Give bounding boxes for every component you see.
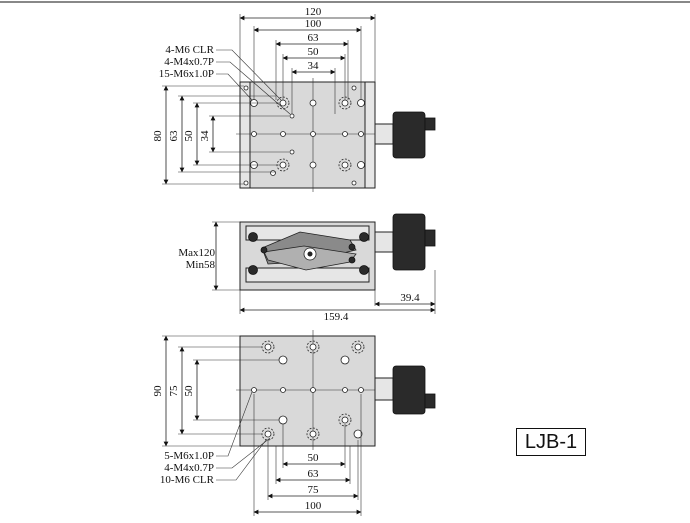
- top-hole: [270, 170, 276, 176]
- top-hole: [351, 85, 357, 91]
- top-view-left-edge: [239, 81, 251, 189]
- leader-line: [216, 73, 253, 101]
- top-hole: [310, 131, 316, 137]
- top-hole-clr: [338, 158, 352, 172]
- top-hole: [309, 99, 317, 107]
- dim-label-min: Min58: [186, 259, 216, 271]
- side-knob-cap: [424, 229, 436, 247]
- top-hole: [243, 85, 249, 91]
- side-roller: [248, 265, 258, 275]
- top-hole: [279, 161, 287, 169]
- dim-label-39: 39.4: [400, 292, 420, 304]
- top-hole: [342, 131, 348, 137]
- dim-label-100: 100: [305, 18, 322, 30]
- bottom-knob-shaft: [374, 377, 394, 401]
- dim-label-34: 34: [308, 60, 320, 72]
- dim-label-63: 63: [308, 32, 320, 44]
- top-hole: [351, 180, 357, 186]
- dim-label-80: 80: [152, 130, 164, 142]
- dim-label-120: 120: [305, 6, 322, 18]
- top-view: 120 100 63 50 34 80 63 50 34 4-M6 CLR 4-…: [152, 6, 436, 192]
- top-knob-shaft: [374, 123, 394, 145]
- model-label: LJB-1: [516, 428, 586, 456]
- side-roller: [359, 265, 369, 275]
- top-hole: [357, 161, 365, 169]
- top-hole: [279, 99, 287, 107]
- top-hole: [251, 131, 257, 137]
- top-hole: [358, 131, 364, 137]
- dim-label-90: 90: [152, 385, 164, 397]
- bottom-view-body: [239, 335, 376, 447]
- bottom-view: 90 75 50 50 63 75 100 5-M6x1.0P 4-M4x0.7…: [152, 330, 436, 516]
- dim-label-75-b: 75: [308, 484, 320, 496]
- dim-label-75v: 75: [168, 385, 180, 397]
- leader-line: [216, 437, 271, 469]
- top-hole-m4: [289, 113, 295, 119]
- top-hole-clr: [338, 96, 352, 110]
- top-hole: [357, 99, 365, 107]
- top-hole: [341, 161, 349, 169]
- top-hole: [341, 99, 349, 107]
- dim-label-100-b: 100: [305, 500, 322, 512]
- top-hole: [280, 131, 286, 137]
- top-hole: [309, 161, 317, 169]
- callout-m4: 4-M4x0.7P: [164, 56, 214, 68]
- callout-m6-15: 15-M6x1.0P: [159, 68, 214, 80]
- side-knob: [392, 213, 426, 271]
- dim-label-34v: 34: [199, 130, 211, 142]
- top-view-right-edge: [364, 81, 376, 189]
- callout-m6-clr: 4-M6 CLR: [165, 44, 214, 56]
- leader-line: [216, 439, 267, 481]
- callout-b-m4: 4-M4x0.7P: [164, 462, 214, 474]
- side-roller: [359, 232, 369, 242]
- leader-line: [216, 391, 253, 457]
- dim-label-50: 50: [308, 46, 320, 58]
- callout-b-m6: 5-M6x1.0P: [164, 450, 214, 462]
- dim-label-63v: 63: [168, 130, 180, 142]
- callout-b-m6-clr: 10-M6 CLR: [160, 474, 215, 486]
- dim-label-159: 159.4: [324, 311, 349, 323]
- top-view-body: [239, 81, 376, 189]
- dim-label-50v-b: 50: [183, 385, 195, 397]
- dim-label-max: Max120: [178, 247, 215, 259]
- side-knob-shaft: [374, 231, 394, 253]
- dim-label-50-b: 50: [308, 452, 320, 464]
- dim-label-50v: 50: [183, 130, 195, 142]
- top-knob-cap: [424, 117, 436, 131]
- dim-label-63-b: 63: [308, 468, 320, 480]
- leader-line: [216, 61, 291, 115]
- side-view: Max120 Min58 159.4 39.4: [178, 213, 436, 323]
- top-hole-m4: [289, 149, 295, 155]
- bottom-knob-cap: [424, 393, 436, 409]
- top-hole: [243, 180, 249, 186]
- side-roller: [248, 232, 258, 242]
- top-knob: [392, 111, 426, 159]
- leader-line: [216, 49, 282, 101]
- bottom-knob: [392, 365, 426, 415]
